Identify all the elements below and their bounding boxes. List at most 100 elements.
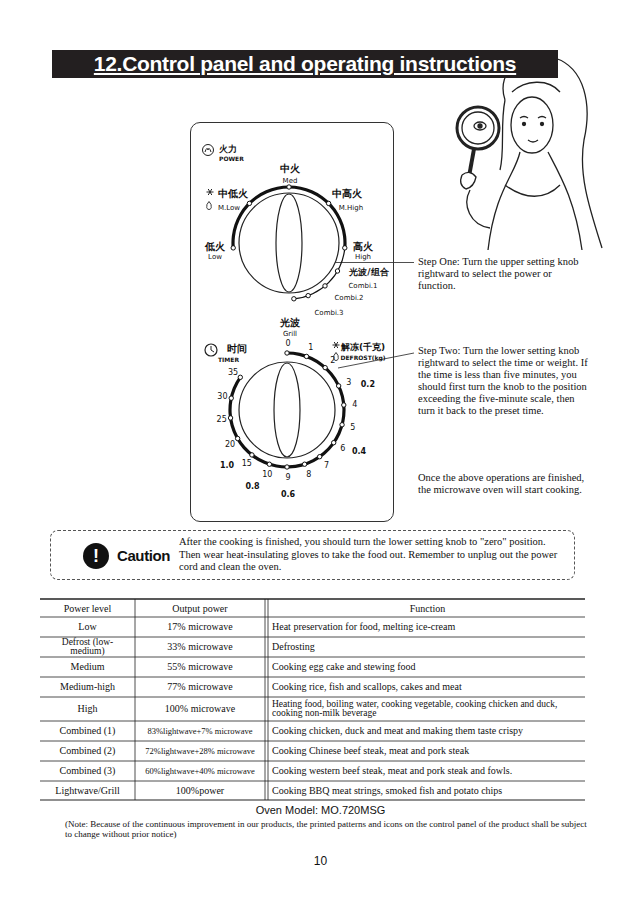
title-banner: 12.Control panel and operating instructi… [52,50,558,78]
table-cell: Cooking egg cake and stewing food [270,657,585,677]
scale-dot [342,403,346,407]
table-cell: Heat preservation for food, melting ice-… [270,617,585,637]
table-cell: Combined (2) [40,741,135,761]
dial-scale-number: 35 [228,369,238,377]
scale-arc [231,185,346,248]
leader-line [338,353,414,368]
table-cell: Lightwave/Grill [40,781,135,800]
dial-label: 中高火 [332,189,362,199]
dial-label: M.High [339,205,363,212]
scale-dot [231,246,235,250]
table-cell: Combined (3) [40,761,135,781]
dial-label: Grill [283,331,297,338]
dial-scale-number: 20 [225,441,235,449]
table-cell: 72%lightwave+28% microwave [136,741,264,761]
dial-scale-number: 30 [217,393,227,401]
dial-scale-number: 0.4 [352,448,366,456]
scale-dot [228,416,232,420]
table-cell: Defrost (low-medium) [40,637,135,657]
table-cell: 33% microwave [136,637,264,657]
table-cell: 100% microwave [136,697,264,721]
snowflake-icon [207,189,214,195]
dial-label: 高火 [353,242,373,252]
dial-label: 低火 [205,242,225,252]
knob [239,193,339,293]
dial-label: Low [208,254,222,261]
power-icon [205,148,211,152]
scale-dot [250,453,254,457]
dial-label: Combi.3 [314,310,343,317]
scale-dot [317,454,321,458]
table-cell: Cooking western beef steak, meat and por… [270,761,585,781]
dial-label: Combi.1 [348,283,377,290]
dial-label: 解冻(千克) [341,343,385,352]
scale-dot [229,396,233,400]
dial-scale-number: 1 [308,344,313,352]
scale-dot [285,351,289,355]
caution-heading: Caution [117,548,170,563]
scale-dot [326,201,330,205]
knob-drawing [203,145,347,470]
scale-dot [336,384,340,388]
dial-label: Med [283,178,298,185]
dial-label: 中低火 [218,189,248,199]
scale-arc [294,248,346,300]
timer-icon [211,346,214,352]
dial-label: TIMER [218,357,239,363]
table-cell: 77% microwave [136,677,264,697]
drop-icon [207,202,212,210]
scale-dot [340,423,344,427]
knob-grip [274,363,300,457]
girl-figure [457,56,602,250]
step-text: Step Two: Turn the lower setting knob ri… [418,345,590,417]
table-cell: Medium [40,657,135,677]
dial-label: Combi.2 [334,295,363,302]
dial-scale-number: 3 [346,379,351,387]
dial-scale-number: 0 [285,340,290,348]
step-text: Step One: Turn the upper setting knob ri… [418,256,590,292]
scale-dot [267,462,271,466]
scale-dot [235,436,239,440]
dial-scale-number: 0.6 [281,491,295,499]
scale-dot [331,440,335,444]
dial-label: 光波/组合 [349,268,388,277]
table-cell: 17% microwave [136,617,264,637]
dial-scale-number: 10 [262,471,272,479]
dial-label: 光波 [280,318,300,328]
scale-dot [287,185,291,189]
knob [239,362,335,458]
dial-scale-number: 0.2 [361,381,375,389]
scale-dot [292,297,296,301]
dial-label: DEFROST(kg) [340,355,385,361]
model-number: Oven Model: MO.720MSG [0,804,641,817]
table-cell: Cooking chicken, duck and meat and makin… [270,721,585,741]
table-header: Function [270,600,585,617]
dial-scale-number: 2 [330,357,335,365]
scale-dot [335,269,339,273]
dial-scale-number: 8 [306,471,311,479]
dial-scale-number: 15 [242,460,252,468]
table-cell: Combined (1) [40,721,135,741]
dial-scale-number: 1.0 [220,462,234,470]
dial-label: POWER [219,156,244,162]
scale-dot [302,462,306,466]
power-icon [203,145,214,156]
page-number: 10 [0,855,641,869]
table-cell: Defrosting [270,637,585,657]
table-cell: Cooking Chinese beef steak, meat and por… [270,741,585,761]
scale-arc [228,351,345,468]
dial-scale-number: 4 [352,401,357,409]
dial-scale-number: 9 [285,474,290,482]
caution-text: After the cooking is finished, you shoul… [179,536,561,574]
dial-scale-number: 0.8 [245,483,259,491]
table-cell: Cooking rice, fish and scallops, cakes a… [270,677,585,697]
control-panel: 火力POWER中火Med中低火M.Low中高火M.High低火Low高火High… [190,122,394,522]
page-title: 12.Control panel and operating instructi… [94,52,516,76]
scale-dot [247,201,251,205]
scale-dot [323,365,327,369]
table-header: Output power [136,600,264,617]
table-cell: 83%lightwave+7% microwave [136,721,264,741]
table-cell: 100%power [136,781,264,800]
